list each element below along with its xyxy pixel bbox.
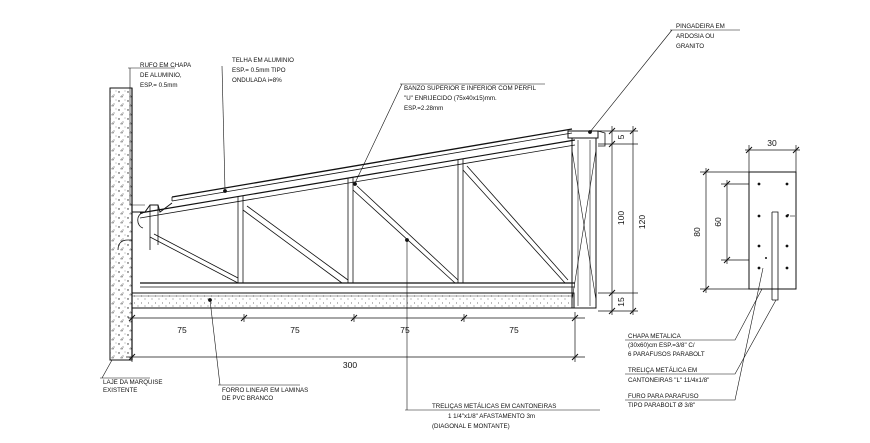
note-trelicas-3: (DIAGONAL E MONTANTE) <box>432 423 510 430</box>
plate-dimensions <box>700 145 800 293</box>
horizontal-dimensions <box>126 312 585 362</box>
note-trelica-2: CANTONEIRAS "L" 11/4x1/8" <box>628 377 709 384</box>
note-rufo-2: DE ALUMINIO, <box>140 72 182 79</box>
existing-wall <box>109 87 133 361</box>
dim-plate-h: 80 <box>692 227 702 237</box>
note-forro-2: DE PVC BRANCO <box>222 395 273 402</box>
note-trelica-1: TRELIÇA METÁLICA EM <box>628 367 697 374</box>
note-banzo-1: BANZO SUPERIOR E INFERIOR COM PERFIL <box>404 85 537 92</box>
note-laje-2: EXISTENTE <box>103 387 137 394</box>
note-trelicas-1: TRELIÇAS METÁLICAS EM CANTONEIRAS <box>432 403 556 410</box>
dim-h-bot: 15 <box>616 297 626 307</box>
note-banzo-3: ESP.=2.28mm <box>404 105 443 112</box>
note-chapa-3: 6 PARAFUSOS PARABOLT <box>628 351 705 358</box>
roof-sheet <box>171 128 573 202</box>
note-rufo-3: ESP.= 0.5mm <box>140 82 178 89</box>
dim-total: 300 <box>343 360 357 370</box>
leader-lines <box>100 29 777 411</box>
note-laje-1: LAJE DA MARQUISE <box>103 379 163 386</box>
dim-plate-w: 30 <box>767 138 777 148</box>
dim-seg-2: 75 <box>290 325 300 335</box>
dim-seg-1: 75 <box>177 325 187 335</box>
note-telha-1: TELHA EM ALUMINIO <box>232 57 294 64</box>
anchor-plate <box>748 171 797 301</box>
dim-seg-3: 75 <box>400 325 410 335</box>
note-telha-3: ONDULADA i=8% <box>232 77 282 84</box>
note-furo-1: FURO PARA PARAFUSO <box>628 393 699 400</box>
dim-h-top: 5 <box>616 134 626 139</box>
note-pingadeira-2: ARDOSIA OU <box>676 33 715 40</box>
dim-seg-4: 75 <box>509 325 519 335</box>
note-chapa-2: (30x60)cm ESP.=3/8" C/ <box>628 342 695 349</box>
dim-plate-inner: 60 <box>713 217 723 227</box>
note-forro-1: FORRO LINEAR EM LAMINAS <box>222 387 308 394</box>
truss <box>139 130 606 309</box>
note-furo-2: TIPO PARABOLT Ø 3/8" <box>628 402 695 409</box>
vertical-dimensions <box>598 126 638 315</box>
note-banzo-2: "U" ENRIJECIDO (75x40x15)mm. <box>404 95 497 102</box>
note-telha-2: ESP.= 0.5mm TIPO <box>232 67 286 74</box>
dim-h-total: 120 <box>637 215 647 229</box>
note-pingadeira-3: GRANITO <box>676 43 704 50</box>
dim-h-mid: 100 <box>616 211 626 225</box>
note-chapa-1: CHAPA METALICA <box>628 333 682 340</box>
note-rufo-1: RUFO EM CHAPA <box>140 62 192 69</box>
note-pingadeira-1: PINGADEIRA EM <box>676 23 725 30</box>
note-trelicas-2: 1 1/4"x1/8" AFASTAMENTO 3m <box>448 413 535 420</box>
pvc-ceiling <box>131 292 575 309</box>
